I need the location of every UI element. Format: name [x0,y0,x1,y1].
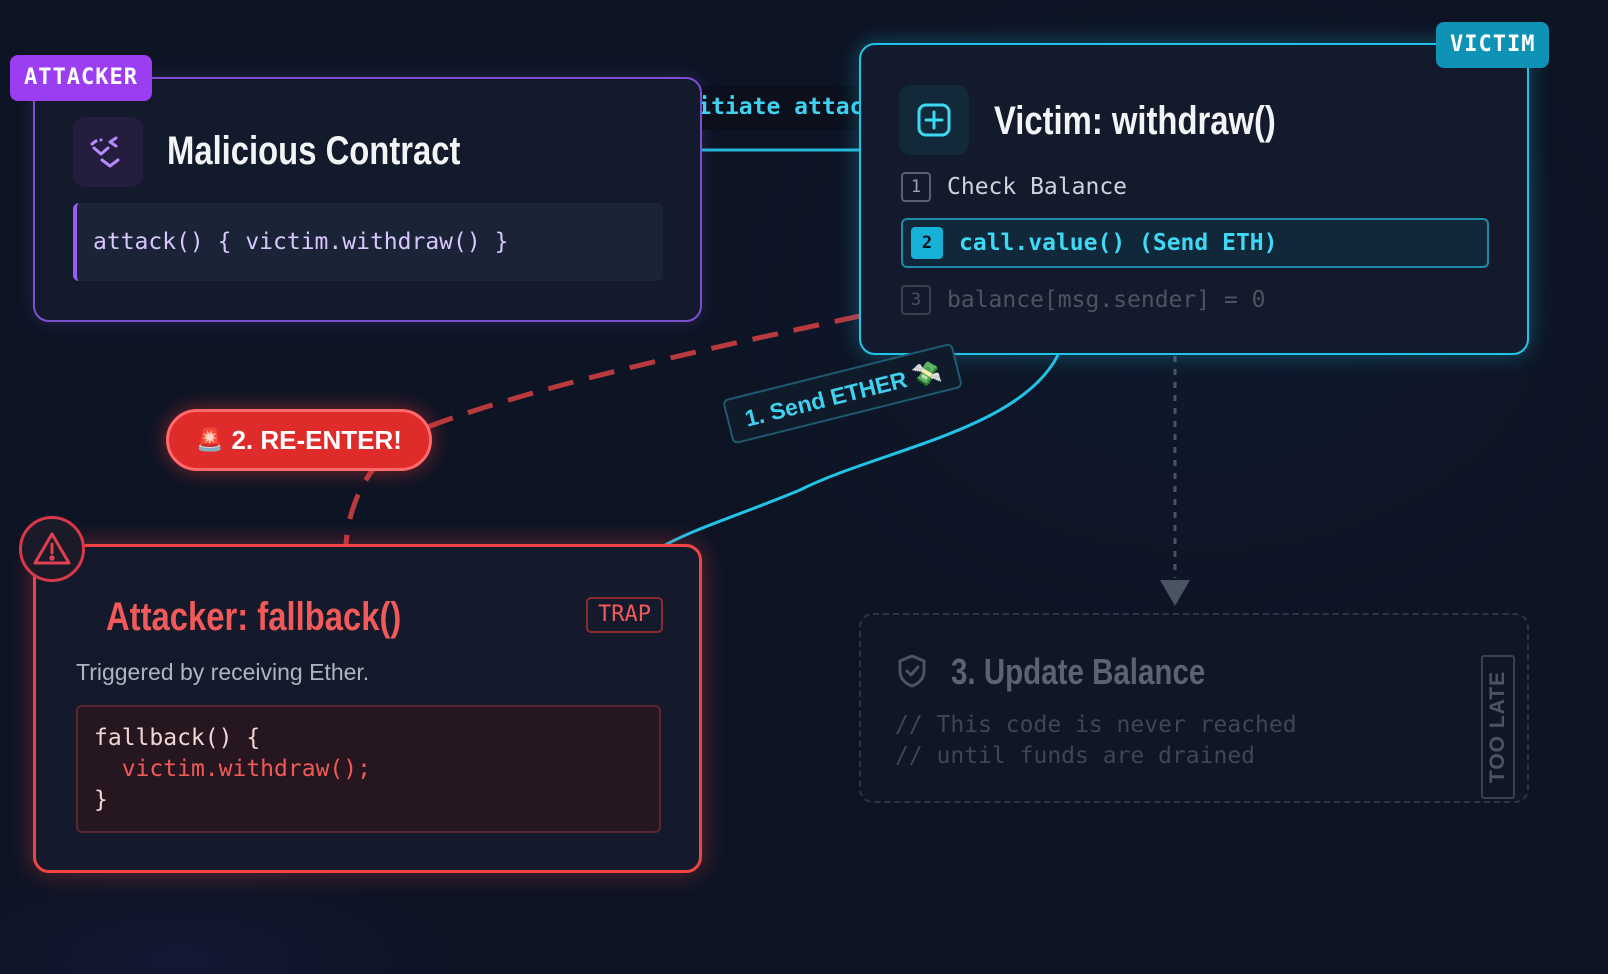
step-number: 2 [911,227,943,259]
malicious-contract-title: Malicious Contract [167,129,461,173]
code-line: fallback() { [94,725,261,751]
update-arrowhead [1160,580,1190,606]
too-late-badge: TOO LATE [1481,655,1515,799]
step-label: Check Balance [947,174,1128,200]
shield-icon [896,653,928,694]
reenter-badge: 🚨 2. RE-ENTER! [166,409,432,471]
code-comment: // until funds are drained [895,743,1256,769]
step-update-balance: 3 balance[msg.sender] = 0 [901,285,1266,315]
switch-arrows-icon [73,117,143,187]
send-ether-connector [659,354,1060,550]
initiate-attack-label-strip: 1. Initiate attack [702,86,862,130]
code-comment: // This code is never reached [895,712,1297,738]
victim-tag: VICTIM [1436,22,1550,68]
update-balance-card: 3. Update Balance // This code is never … [859,613,1529,803]
attacker-tag: ATTACKER [10,55,152,101]
victim-withdraw-title: Victim: withdraw() [994,99,1276,143]
reenter-connector [343,313,861,545]
code-line: } [94,787,108,813]
victim-withdraw-card: Victim: withdraw() 1 Check Balance 2 cal… [859,43,1529,355]
trap-badge: TRAP [586,597,663,633]
attacker-fallback-card: Attacker: fallback() TRAP Triggered by r… [33,544,702,873]
code-line-highlight: victim.withdraw(); [121,756,371,782]
initiate-attack-label: 1. Initiate attack [702,94,862,120]
fallback-title: Attacker: fallback() [106,595,402,639]
siren-icon: 🚨 [196,427,224,452]
step-number: 3 [901,285,931,315]
plus-box-icon [899,85,969,155]
step-number: 1 [901,172,931,202]
malicious-contract-card: Malicious Contract attack() { victim.wit… [33,77,702,322]
reenter-label: 2. RE-ENTER! [231,424,402,455]
step-label: balance[msg.sender] = 0 [947,287,1266,313]
warning-triangle-icon [19,516,85,582]
step-send-eth: 2 call.value() (Send ETH) [901,218,1489,268]
attack-code-snippet: attack() { victim.withdraw() } [73,203,663,281]
fallback-code-snippet: fallback() { victim.withdraw(); } [76,705,661,833]
step-check-balance: 1 Check Balance [901,172,1127,202]
flying-money-icon: 💸 [909,357,944,390]
too-late-label: TOO LATE [1486,670,1509,784]
fallback-description: Triggered by receiving Ether. [76,659,370,685]
update-balance-title: 3. Update Balance [951,651,1206,692]
step-label: call.value() (Send ETH) [959,230,1278,256]
